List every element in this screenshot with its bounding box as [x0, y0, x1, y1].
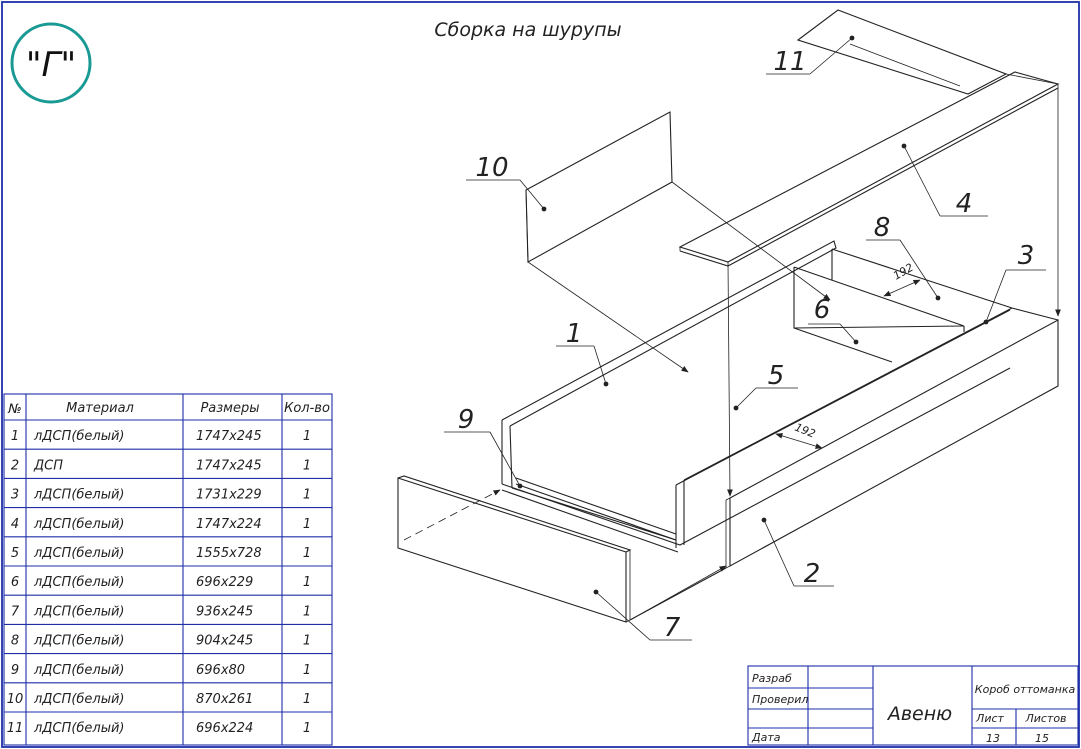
row-qty: 1	[303, 488, 311, 503]
row-material: ДСП	[33, 458, 63, 473]
variant-logo-text: "Г"	[26, 45, 76, 85]
part-labels: 11 10 4 8 3 6 1 5 9 2 7	[458, 47, 1035, 643]
table-row: 5 лДСП(белый) 1555x728 1	[11, 546, 311, 561]
row-qty: 1	[303, 604, 311, 619]
part-label-11: 11	[773, 47, 806, 77]
row-material: лДСП(белый)	[33, 429, 125, 444]
row-qty: 1	[303, 429, 311, 444]
stamp-listov: 15	[1035, 732, 1049, 745]
row-material: лДСП(белый)	[33, 721, 125, 736]
part-label-6: 6	[814, 295, 831, 325]
part-label-2: 2	[804, 559, 821, 589]
row-num: 1	[11, 429, 19, 444]
row-num: 10	[7, 692, 24, 707]
stamp-razrab: Разраб	[752, 672, 792, 685]
part-label-5: 5	[768, 361, 785, 391]
dimension-label-2: 192	[793, 421, 817, 441]
row-num: 11	[7, 721, 24, 736]
stamp-company: Авеню	[886, 703, 952, 725]
row-qty: 1	[303, 663, 311, 678]
row-size: 1747x224	[196, 517, 262, 532]
row-num: 9	[11, 663, 19, 678]
row-size: 696x224	[196, 721, 253, 736]
row-qty: 1	[303, 458, 311, 473]
row-material: лДСП(белый)	[33, 663, 125, 678]
row-size: 936x245	[196, 604, 253, 619]
row-size: 904x245	[196, 634, 253, 649]
row-size: 870x261	[196, 692, 253, 707]
row-material: лДСП(белый)	[33, 692, 125, 707]
part-label-9: 9	[458, 405, 475, 435]
row-qty: 1	[303, 575, 311, 590]
table-row: 1 лДСП(белый) 1747x245 1	[11, 429, 311, 444]
parts-geometry	[397, 9, 1061, 623]
row-num: 5	[11, 546, 19, 561]
row-size: 1747x245	[196, 429, 262, 444]
row-material: лДСП(белый)	[33, 488, 125, 503]
table-row: 4 лДСП(белый) 1747x224 1	[11, 517, 311, 532]
row-size: 1747x245	[196, 458, 262, 473]
row-size: 1731x229	[196, 488, 262, 503]
row-material: лДСП(белый)	[33, 604, 125, 619]
variant-logo: "Г"	[10, 22, 92, 104]
row-size: 696x229	[196, 575, 253, 590]
table-row: 9 лДСП(белый) 696x80 1	[11, 663, 311, 678]
row-qty: 1	[303, 546, 311, 561]
table-header-qty: Кол-во	[284, 401, 330, 416]
stamp-listov-label: Листов	[1024, 712, 1066, 725]
table-header-size: Размеры	[200, 401, 259, 416]
row-qty: 1	[303, 692, 311, 707]
row-num: 4	[11, 517, 19, 532]
dimension-label-1: 192	[891, 261, 916, 283]
part-label-10: 10	[475, 153, 508, 183]
stamp-list: 13	[986, 732, 1000, 745]
row-num: 8	[11, 634, 19, 649]
row-qty: 1	[303, 634, 311, 649]
stamp-data: Дата	[751, 731, 781, 744]
table-row: 3 лДСП(белый) 1731x229 1	[11, 488, 311, 503]
row-material: лДСП(белый)	[33, 575, 125, 590]
row-num: 2	[11, 458, 19, 473]
table-row: 8 лДСП(белый) 904x245 1	[11, 634, 311, 649]
title-block: Разраб Проверил Дата Авеню Короб оттоман…	[747, 665, 1079, 746]
table-row: 2 ДСП 1747x245 1	[11, 458, 311, 473]
part-label-7: 7	[664, 613, 681, 643]
part-label-1: 1	[566, 319, 583, 349]
table-row: 6 лДСП(белый) 696x229 1	[11, 575, 311, 590]
table-row: 11 лДСП(белый) 696x224 1	[7, 721, 311, 736]
row-qty: 1	[303, 721, 311, 736]
part-label-8: 8	[874, 213, 891, 243]
row-num: 3	[11, 488, 19, 503]
row-size: 696x80	[196, 663, 245, 678]
row-num: 7	[11, 604, 20, 619]
table-row: 7 лДСП(белый) 936x245 1	[11, 604, 311, 619]
row-material: лДСП(белый)	[33, 546, 125, 561]
stamp-list-label: Лист	[975, 712, 1004, 725]
row-num: 6	[11, 575, 19, 590]
drawing-title: Сборка на шурупы	[434, 19, 621, 41]
leader-lines	[444, 35, 1046, 641]
row-size: 1555x728	[196, 546, 262, 561]
table-row: 10 лДСП(белый) 870x261 1	[7, 692, 311, 707]
part-label-4: 4	[956, 189, 973, 219]
stamp-proveril: Проверил	[752, 693, 808, 706]
part-label-3: 3	[1018, 241, 1035, 271]
row-material: лДСП(белый)	[33, 634, 125, 649]
stamp-product: Короб оттоманка	[975, 683, 1076, 696]
table-header-material: Материал	[66, 401, 134, 416]
row-qty: 1	[303, 517, 311, 532]
table-header-num: №	[7, 402, 22, 417]
row-material: лДСП(белый)	[33, 517, 125, 532]
